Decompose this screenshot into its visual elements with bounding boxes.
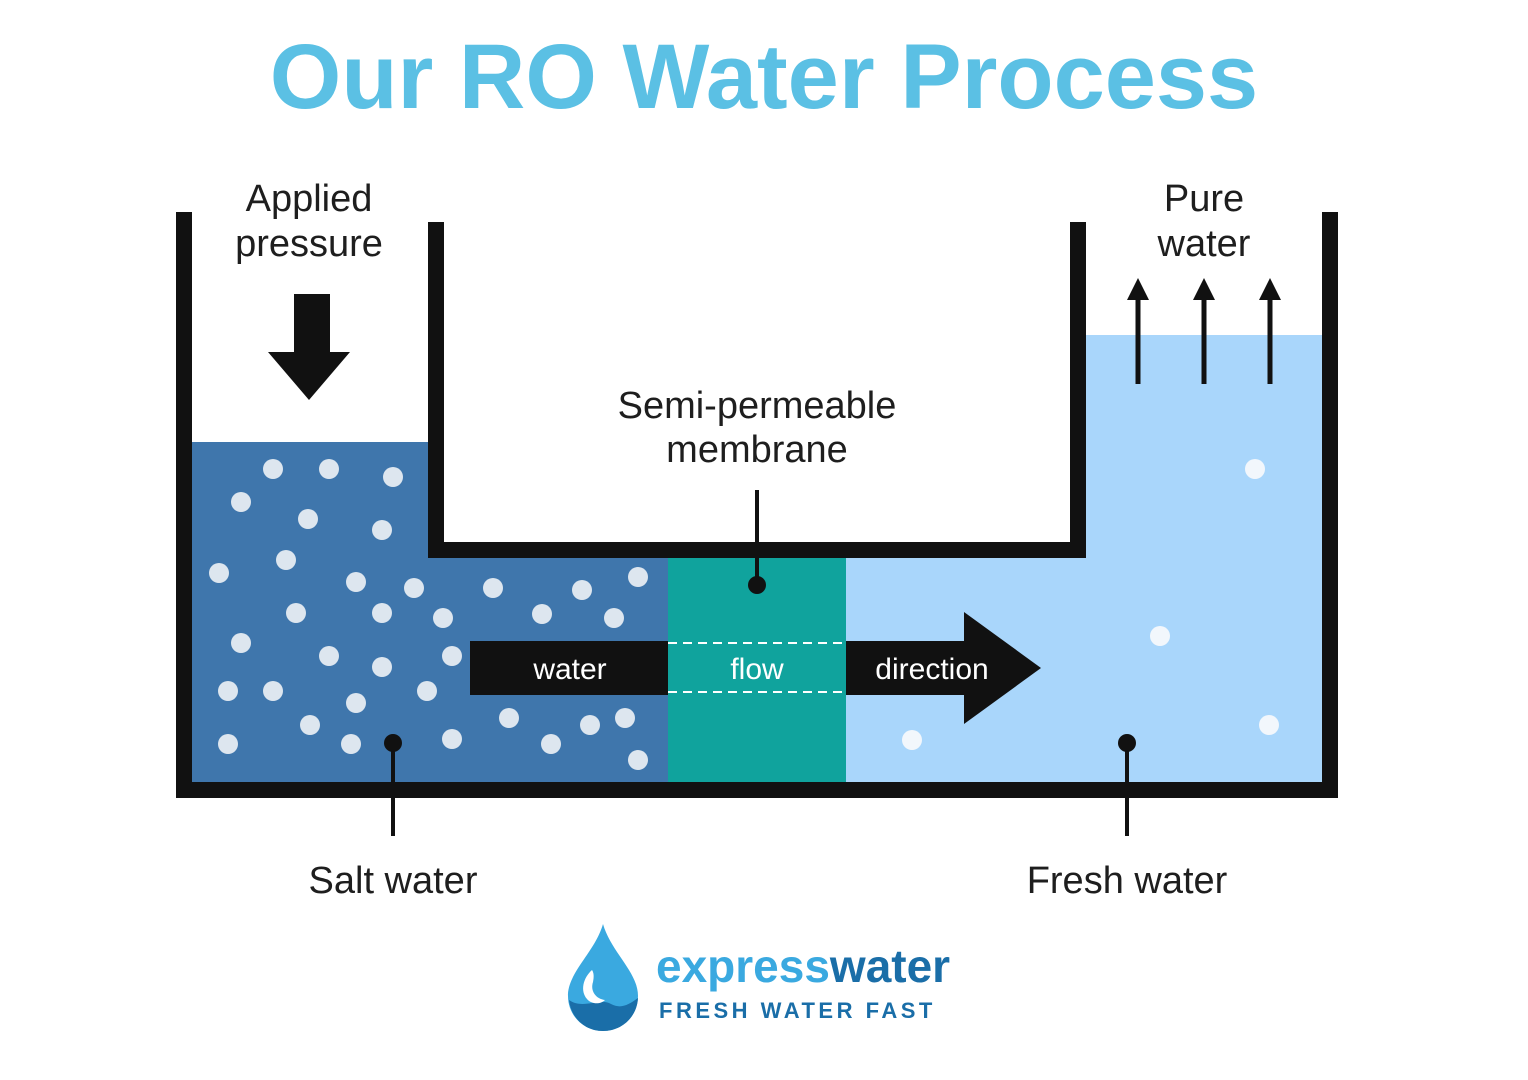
particle-dot (417, 681, 437, 701)
right-inner-wall (1070, 222, 1086, 558)
particle-dot (1259, 715, 1279, 735)
brand-name: expresswater (656, 940, 950, 992)
particle-dot (628, 567, 648, 587)
left-outer-wall (176, 212, 192, 798)
particle-dot (1245, 459, 1265, 479)
particle-dot (276, 550, 296, 570)
brand-name-part1: express (656, 940, 830, 992)
fresh-water-label: Fresh water (1027, 860, 1228, 902)
particle-dot (615, 708, 635, 728)
particle-dot (319, 646, 339, 666)
particle-dot (902, 730, 922, 750)
particle-dot (300, 715, 320, 735)
particle-dot (483, 578, 503, 598)
particle-dot (442, 729, 462, 749)
particle-dot (580, 715, 600, 735)
diagram-title: Our RO Water Process (269, 26, 1259, 128)
particle-dot (231, 492, 251, 512)
fresh-particles (902, 459, 1279, 750)
applied-pressure-label-line1: Applied (246, 178, 373, 220)
brand-tagline: FRESH WATER FAST (659, 998, 936, 1023)
leader-lines (384, 490, 1136, 836)
particle-dot (1150, 626, 1170, 646)
brand-name-part2: water (829, 940, 950, 992)
flow-word-direction: direction (875, 653, 988, 686)
particle-dot (372, 520, 392, 540)
fresh-water-right-tank (1081, 335, 1327, 782)
flow-word-water: water (532, 653, 606, 686)
particle-dot (341, 734, 361, 754)
particle-dot (541, 734, 561, 754)
flow-word-flow: flow (730, 653, 784, 686)
particle-dot (604, 608, 624, 628)
particle-dot (346, 572, 366, 592)
applied-pressure-label-line2: pressure (235, 223, 383, 265)
membrane-label-line2: membrane (666, 429, 848, 471)
particle-dot (346, 693, 366, 713)
particle-dot (231, 633, 251, 653)
pure-water-label-line2: water (1157, 223, 1251, 265)
particle-dot (433, 608, 453, 628)
particle-dot (372, 657, 392, 677)
flow-direction-arrow: water flow direction (470, 612, 1041, 724)
left-inner-wall (428, 222, 444, 558)
particle-dot (383, 467, 403, 487)
particle-dot (263, 459, 283, 479)
particle-dot (298, 509, 318, 529)
particle-dot (442, 646, 462, 666)
applied-pressure-arrow (268, 294, 350, 400)
particle-dot (286, 603, 306, 623)
particle-dot (372, 603, 392, 623)
particle-dot (218, 734, 238, 754)
pure-water-arrows (1127, 278, 1281, 384)
right-outer-wall (1322, 212, 1338, 798)
particle-dot (404, 578, 424, 598)
particle-dot (209, 563, 229, 583)
salt-water-label: Salt water (309, 860, 478, 902)
express-water-logo: expresswater FRESH WATER FAST (568, 924, 950, 1031)
container-floor (176, 782, 1338, 798)
fresh-water-region (846, 335, 1327, 782)
salt-particles (209, 459, 648, 770)
particle-dot (499, 708, 519, 728)
particle-dot (572, 580, 592, 600)
particle-dot (218, 681, 238, 701)
water-drop-icon (568, 924, 638, 1031)
pure-water-label-line1: Pure (1164, 178, 1244, 220)
particle-dot (628, 750, 648, 770)
container-walls (176, 212, 1338, 798)
particle-dot (319, 459, 339, 479)
particle-dot (532, 604, 552, 624)
membrane-label-line1: Semi-permeable (618, 385, 897, 427)
particle-dot (263, 681, 283, 701)
